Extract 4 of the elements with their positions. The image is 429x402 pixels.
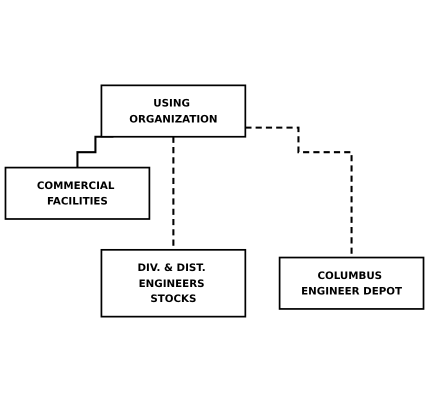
node-box: DIV. & DIST. ENGINEERS STOCKS — [100, 248, 246, 318]
node-box: USING ORGANIZATION — [100, 84, 246, 138]
node-box: COLUMBUS ENGINEER DEPOT — [278, 256, 424, 310]
node-box: COMMERCIAL FACILITIES — [4, 166, 150, 220]
